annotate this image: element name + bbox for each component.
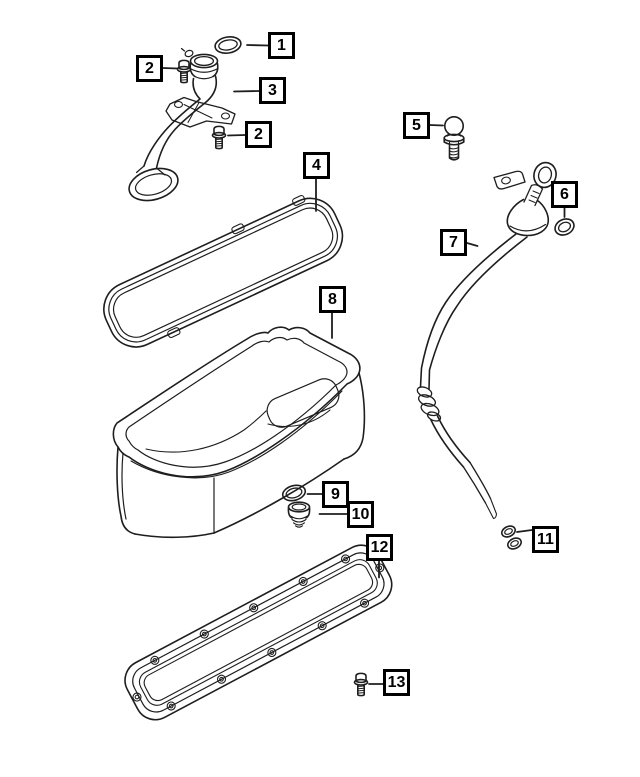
callout-number: 3 — [268, 81, 277, 99]
part-upper-gasket-4 — [103, 195, 344, 348]
callout-box-13[interactable]: 13 — [383, 669, 410, 696]
callout-box-9[interactable]: 9 — [322, 481, 349, 508]
part-o-ring-1 — [214, 36, 242, 54]
callout-number: 2 — [145, 59, 154, 77]
part-bolt-2b — [211, 125, 227, 150]
callout-box-12[interactable]: 12 — [366, 534, 393, 561]
callout-number: 6 — [560, 185, 569, 203]
callout-box-5[interactable]: 5 — [403, 112, 430, 139]
callout-box-2b[interactable]: 2 — [245, 121, 272, 148]
callout-box-6[interactable]: 6 — [551, 181, 578, 208]
callout-number: 13 — [387, 673, 406, 691]
part-oil-pan-8 — [112, 326, 366, 539]
callout-box-1[interactable]: 1 — [268, 32, 295, 59]
callout-number: 1 — [277, 36, 286, 54]
callout-box-7[interactable]: 7 — [440, 229, 467, 256]
callout-number: 2 — [254, 125, 263, 143]
part-bolt-2a — [176, 59, 192, 84]
part-bolt-13 — [353, 672, 369, 697]
callout-number: 9 — [331, 485, 340, 503]
part-o-rings-11 — [501, 525, 522, 550]
part-lower-gasket-12 — [124, 544, 393, 721]
callout-number: 5 — [412, 116, 421, 134]
callout-number: 4 — [312, 156, 321, 174]
callout-box-8[interactable]: 8 — [319, 286, 346, 313]
callout-box-10[interactable]: 10 — [347, 501, 374, 528]
callout-box-4[interactable]: 4 — [303, 152, 330, 179]
callout-box-2a[interactable]: 2 — [136, 55, 163, 82]
leader-lines — [162, 44, 566, 685]
callout-number: 10 — [351, 505, 370, 523]
callout-number: 11 — [537, 530, 554, 548]
part-drain-plug-10 — [287, 501, 311, 528]
callout-box-11[interactable]: 11 — [532, 526, 559, 553]
part-drain-plug-gasket-9 — [281, 484, 307, 502]
callout-number: 7 — [449, 233, 458, 251]
callout-box-3[interactable]: 3 — [259, 77, 286, 104]
callout-number: 12 — [370, 538, 389, 556]
callout-number: 8 — [328, 290, 337, 308]
part-dipstick-tube-7 — [416, 161, 557, 520]
part-ball-stud-5 — [443, 116, 465, 161]
part-pickup-tube-3 — [128, 47, 236, 202]
part-o-ring-6 — [554, 218, 575, 236]
